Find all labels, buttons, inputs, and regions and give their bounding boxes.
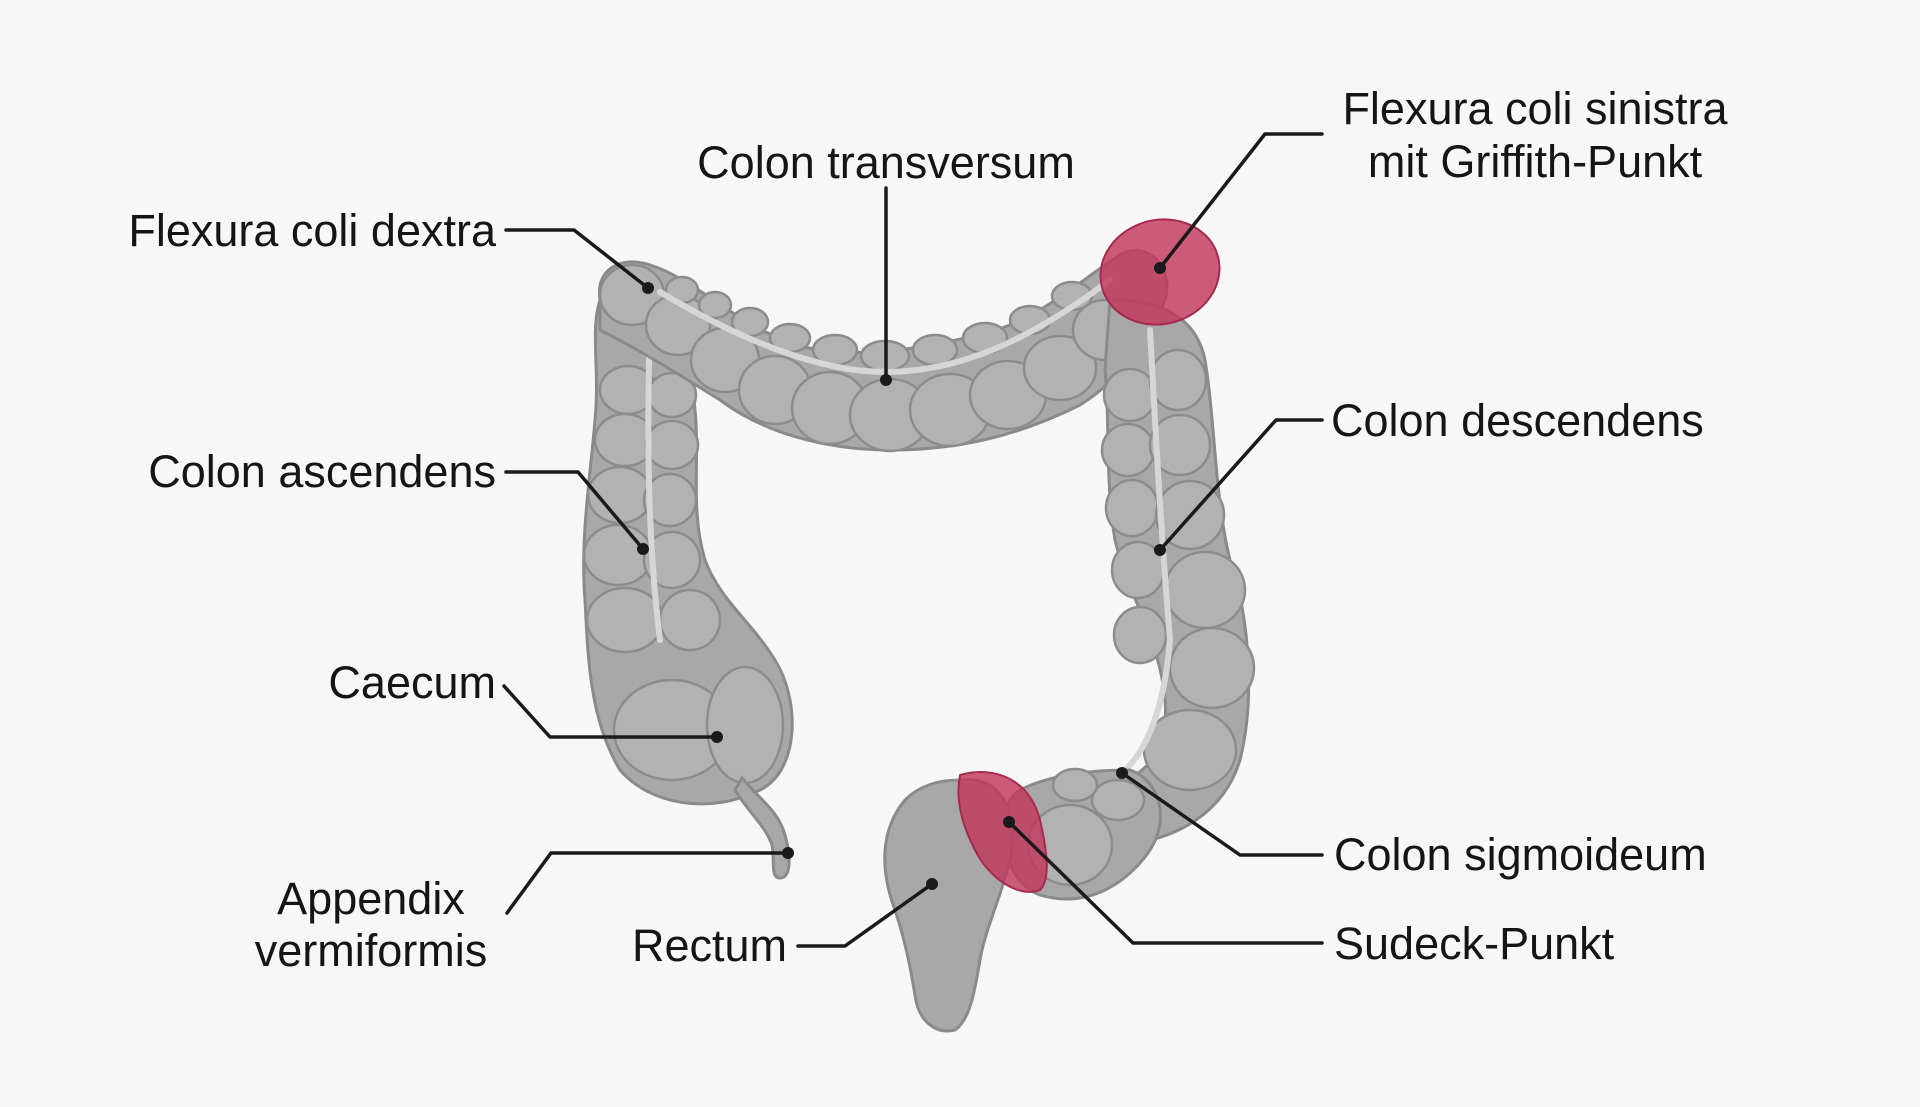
- label-appendix: Appendix: [277, 873, 465, 924]
- label-colon-transversum: Colon transversum: [697, 137, 1075, 188]
- label-colon-sigmoideum: Colon sigmoideum: [1334, 829, 1707, 880]
- label-colon-descendens: Colon descendens: [1331, 395, 1704, 446]
- leader-appendix: [505, 851, 790, 915]
- marker-caecum: [711, 731, 723, 743]
- leader-colon-descendens: [1158, 418, 1324, 552]
- colon-ascendens-shape: [582, 288, 794, 806]
- marker-colon-sigmoideum: [1116, 767, 1128, 779]
- colon-transversum-shape: [597, 249, 1169, 453]
- label-vermiformis: vermiformis: [255, 925, 488, 976]
- marker-flexura-coli-sinistra: [1154, 262, 1166, 274]
- leader-colon-sigmoideum: [1120, 771, 1324, 857]
- label-flexura-coli-dextra: Flexura coli dextra: [128, 205, 497, 256]
- label-sudeck-punkt: Sudeck-Punkt: [1334, 918, 1615, 969]
- marker-colon-ascendens: [637, 543, 649, 555]
- marker-appendix: [782, 847, 794, 859]
- sudeck-punkt-highlight: [957, 771, 1048, 893]
- marker-colon-descendens: [1154, 544, 1166, 556]
- leader-rectum: [796, 882, 934, 948]
- marker-colon-transversum: [880, 374, 892, 386]
- leader-colon-ascendens: [504, 470, 645, 551]
- leader-flexura-coli-sinistra: [1158, 132, 1324, 270]
- label-caecum: Caecum: [328, 657, 496, 708]
- leader-flexura-coli-dextra: [504, 228, 650, 290]
- marker-sudeck-punkt: [1003, 816, 1015, 828]
- label-rectum: Rectum: [632, 920, 787, 971]
- leader-lines: [502, 132, 1324, 948]
- marker-rectum: [926, 878, 938, 890]
- colon-illustration: [582, 218, 1256, 1033]
- label-griffith-punkt: mit Griffith-Punkt: [1368, 136, 1703, 187]
- label-colon-ascendens: Colon ascendens: [148, 446, 496, 497]
- marker-flexura-coli-dextra: [642, 282, 654, 294]
- appendix-shape: [733, 775, 791, 880]
- label-flexura-coli-sinistra: Flexura coli sinistra: [1342, 83, 1728, 134]
- leader-caecum: [502, 684, 719, 739]
- labels: Colon transversum Flexura coli dextra Fl…: [128, 83, 1728, 976]
- leader-sudeck-punkt: [1007, 820, 1324, 945]
- colon-descendens-shape: [1092, 298, 1256, 847]
